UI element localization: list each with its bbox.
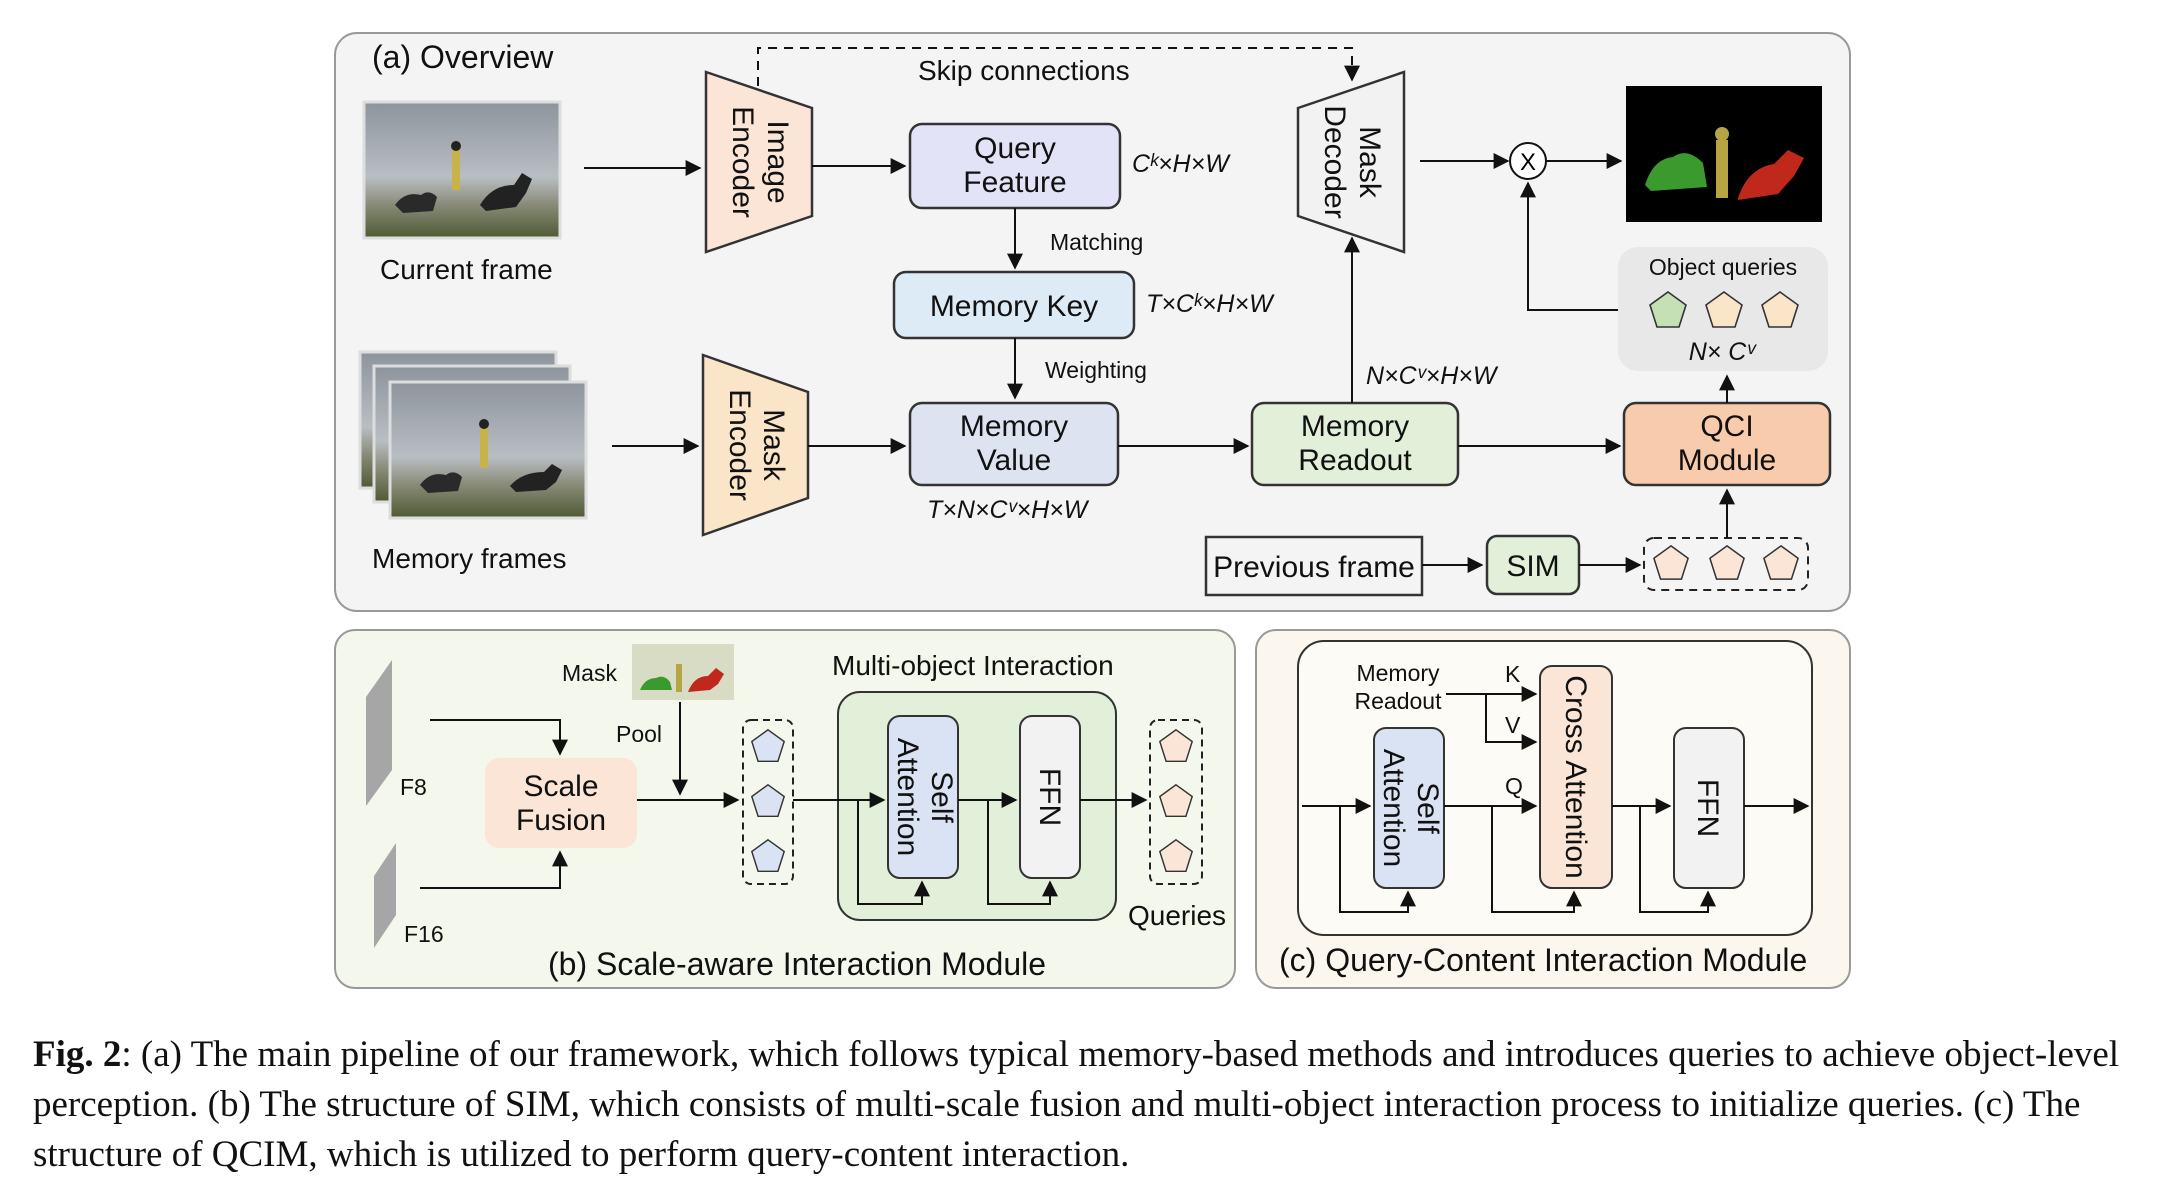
memory-key-label: Memory Key: [930, 290, 1098, 323]
qcim-ffn-box: FFN: [1673, 727, 1745, 889]
mask-encoder-line1: Mask: [757, 409, 790, 482]
mask-decoder: Mask Decoder: [1296, 70, 1406, 254]
f16-label: F16: [404, 921, 444, 947]
sim-label: SIM: [1506, 550, 1559, 583]
qcim-self-attention-box: Self Attention: [1373, 727, 1445, 889]
output-queries-group: [1149, 719, 1203, 885]
qci-module-box: QCI Module: [1622, 401, 1832, 487]
multiply-node: X: [1509, 142, 1547, 180]
output-mask-image: [1626, 86, 1822, 222]
readout-dim: N×Cᵛ×H×W: [1366, 362, 1499, 390]
framework-figure: (a) Overview Current frame Memory frames…: [334, 32, 1851, 989]
pool-label: Pool: [616, 721, 662, 747]
f8-feature-map: [366, 660, 392, 806]
image-encoder: Image Encoder: [704, 70, 814, 254]
memory-readout-line2: Readout: [1298, 444, 1412, 477]
object-queries-box: Object queries N× Cᵛ: [1618, 247, 1828, 371]
k-label: K: [1505, 661, 1521, 687]
mask-decoder-line2: Decoder: [1318, 105, 1351, 218]
sim-arrows: [420, 702, 1148, 905]
qcim-ffn-label: FFN: [1691, 779, 1724, 837]
q-label: Q: [1505, 773, 1523, 799]
object-queries-label: Object queries: [1649, 254, 1797, 280]
cross-attention-label: Cross Attention: [1559, 675, 1592, 878]
sim-box: SIM: [1485, 534, 1581, 596]
matching-label: Matching: [1050, 229, 1143, 255]
skip-connection-arrow: [757, 47, 1360, 86]
query-feature-line1: Query: [974, 132, 1056, 165]
sim-self-attention-line1: Self: [925, 771, 958, 823]
query-feature-line2: Feature: [963, 166, 1066, 199]
memory-value-line2: Value: [977, 444, 1052, 477]
mask-thumbnail: [632, 644, 734, 700]
mask-decoder-line1: Mask: [1353, 126, 1386, 199]
current-frame-label: Current frame: [380, 254, 553, 285]
qcim-memory-readout-line1: Memory: [1356, 660, 1440, 686]
query-feature-dim: Cᵏ×H×W: [1132, 150, 1231, 178]
qcim-self-attention-line2: Attention: [1377, 749, 1410, 867]
previous-frame-label: Previous frame: [1213, 551, 1415, 584]
mask-encoder-line2: Encoder: [723, 389, 756, 501]
qci-line1: QCI: [1700, 410, 1753, 443]
sim-self-attention-box: Self Attention: [887, 715, 959, 879]
current-frame-image: [362, 100, 562, 240]
mask-label: Mask: [562, 660, 617, 686]
qcim-arrows: [1302, 686, 1810, 913]
sim-self-attention-line2: Attention: [891, 738, 924, 856]
sim-panel-title: (b) Scale-aware Interaction Module: [548, 946, 1046, 982]
query-feature-box: Query Feature: [908, 122, 1122, 210]
previous-frame-box: Previous frame: [1204, 535, 1424, 597]
figure-caption: Fig. 2: (a) The main pipeline of our fra…: [33, 1030, 2143, 1180]
multi-object-interaction-label: Multi-object Interaction: [832, 650, 1114, 681]
memory-readout-line1: Memory: [1301, 410, 1409, 443]
object-queries-dim: N× Cᵛ: [1689, 338, 1758, 366]
scale-fusion-box: Scale Fusion: [485, 758, 637, 848]
cross-attention-box: Cross Attention: [1539, 665, 1613, 889]
memory-value-line1: Memory: [960, 410, 1068, 443]
scale-fusion-line1: Scale: [523, 770, 598, 803]
memory-frames-label: Memory frames: [372, 543, 566, 574]
qcim-self-attention-line1: Self: [1411, 782, 1444, 834]
qcim-panel-title: (c) Query-Content Interaction Module: [1279, 942, 1807, 978]
sim-ffn-box: FFN: [1019, 715, 1081, 879]
scale-fusion-line2: Fusion: [516, 804, 606, 837]
caption-label: Fig. 2: [33, 1034, 122, 1075]
memory-key-dim: T×Cᵏ×H×W: [1146, 290, 1275, 318]
image-encoder-line1: Image: [761, 120, 794, 203]
memory-key-box: Memory Key: [892, 270, 1136, 340]
overview-title: (a) Overview: [372, 39, 554, 75]
qcim-memory-readout-line2: Readout: [1355, 688, 1443, 714]
weighting-label: Weighting: [1045, 357, 1147, 383]
memory-value-dim: T×N×Cᵛ×H×W: [927, 496, 1090, 524]
v-label: V: [1505, 712, 1521, 738]
mask-encoder: Mask Encoder: [701, 353, 810, 537]
qcim-panel: Memory Readout Self Attention Cross Atte…: [1255, 629, 1851, 989]
overview-arrows: [584, 153, 1735, 573]
sim-panel: F8 F16 Mask Pool Scale Fusion Multi-obje…: [334, 629, 1236, 989]
sim-ffn-label: FFN: [1033, 768, 1066, 826]
skip-connections-label: Skip connections: [918, 55, 1130, 86]
multiply-symbol: X: [1520, 149, 1536, 176]
queries-label: Queries: [1128, 900, 1226, 931]
blue-queries-group: [742, 719, 794, 885]
image-encoder-line2: Encoder: [726, 106, 759, 218]
f8-label: F8: [400, 774, 427, 800]
qci-line2: Module: [1678, 444, 1776, 477]
memory-readout-box: Memory Readout: [1250, 401, 1460, 487]
memory-value-box: Memory Value: [908, 401, 1120, 487]
f16-feature-map: [374, 843, 396, 948]
memory-frames-image: [358, 350, 588, 520]
caption-text: : (a) The main pipeline of our framework…: [33, 1034, 2120, 1175]
overview-panel: (a) Overview Current frame Memory frames…: [334, 32, 1851, 612]
